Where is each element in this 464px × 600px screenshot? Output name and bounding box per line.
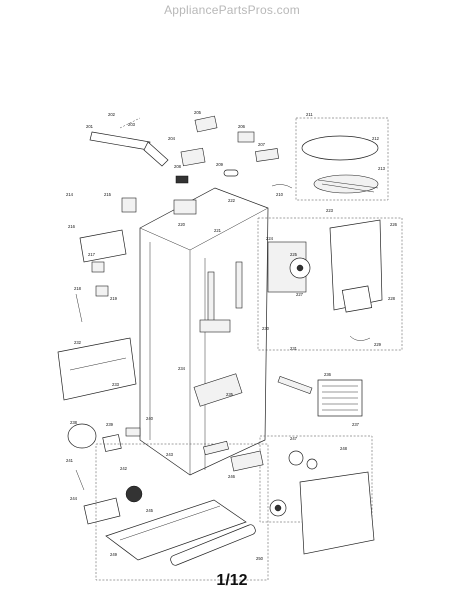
callout-labels: 201 202 203 204 205 206 207 208 209 210 … (66, 110, 398, 561)
callout: 245 (146, 508, 154, 513)
callout: 226 (390, 222, 398, 227)
callout: 235 (226, 392, 234, 397)
callout: 239 (106, 422, 114, 427)
base-assembly (95, 443, 269, 581)
callout: 202 (108, 112, 116, 117)
callout: 227 (296, 292, 304, 297)
callout: 246 (228, 474, 236, 479)
callout: 229 (374, 342, 382, 347)
callout: 221 (214, 228, 222, 233)
callout: 220 (178, 222, 186, 227)
evaporator-housing (257, 217, 403, 351)
callout: 224 (266, 236, 274, 241)
callout: 243 (166, 452, 174, 457)
callout: 222 (228, 198, 236, 203)
callout: 214 (66, 192, 74, 197)
callout: 210 (276, 192, 284, 197)
left-side-parts (57, 197, 137, 401)
callout: 223 (326, 208, 334, 213)
callout: 203 (128, 122, 136, 127)
callout: 206 (238, 124, 246, 129)
callout: 236 (324, 372, 332, 377)
top-bracket-assembly (89, 117, 169, 167)
callout: 208 (174, 164, 182, 169)
page-number: 1/12 (216, 572, 248, 589)
callout: 207 (258, 142, 266, 147)
callout: 242 (120, 466, 128, 471)
control-parts (175, 115, 293, 189)
callout: 230 (262, 326, 270, 331)
machine-compartment-cover (203, 435, 375, 555)
callout: 233 (112, 382, 120, 387)
callout: 218 (74, 286, 82, 291)
callout: 213 (378, 166, 386, 171)
callout: 204 (168, 136, 176, 141)
callout: 231 (290, 346, 298, 351)
callout: 211 (306, 112, 313, 117)
callout: 219 (110, 296, 118, 301)
callout: 225 (290, 252, 298, 257)
callout: 248 (340, 446, 348, 451)
callout: 240 (146, 416, 154, 421)
callout: 241 (66, 458, 74, 463)
condenser (277, 375, 363, 417)
callout: 205 (194, 110, 202, 115)
callout: 237 (352, 422, 360, 427)
callout: 228 (388, 296, 396, 301)
callout: 217 (88, 252, 96, 257)
callout: 216 (68, 224, 76, 229)
callout: 247 (290, 436, 298, 441)
callout: 201 (86, 124, 94, 129)
ice-maker-assembly (295, 117, 389, 201)
callout: 250 (256, 556, 264, 561)
callout: 232 (74, 340, 82, 345)
watermark: AppliancePartsPros.com (164, 3, 300, 17)
cabinet-body (139, 187, 269, 476)
callout: 249 (110, 552, 118, 557)
callout: 215 (104, 192, 112, 197)
callout: 209 (216, 162, 224, 167)
callout: 234 (178, 366, 186, 371)
compressor-area (67, 423, 143, 525)
callout: 212 (372, 136, 380, 141)
callout: 238 (70, 420, 78, 425)
callout: 244 (70, 496, 78, 501)
